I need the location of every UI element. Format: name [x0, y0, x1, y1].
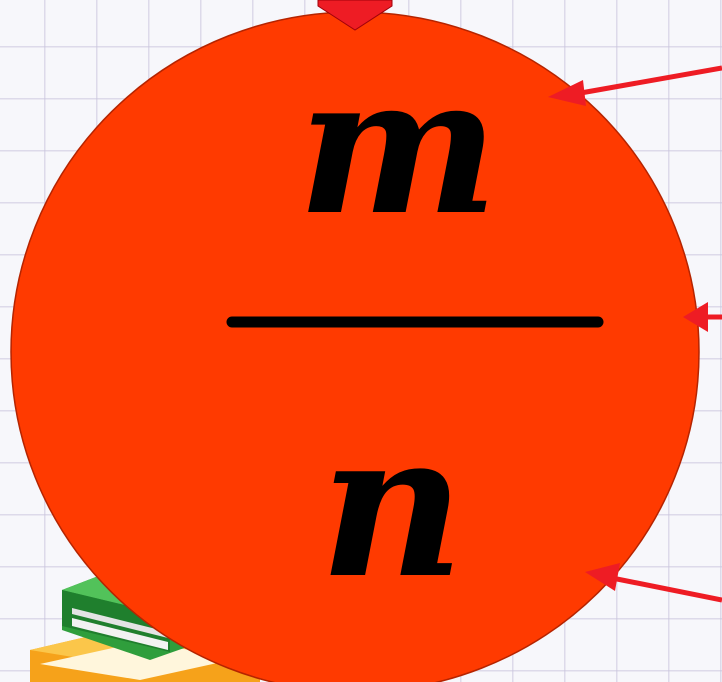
numerator-text: m — [297, 34, 498, 257]
arrow-to-numerator — [548, 65, 722, 106]
down-arrow-marker — [317, 0, 393, 31]
arrow-to-denominator — [585, 563, 722, 603]
arrow-to-fraction-bar — [683, 302, 722, 332]
denominator-text: n — [319, 388, 464, 623]
